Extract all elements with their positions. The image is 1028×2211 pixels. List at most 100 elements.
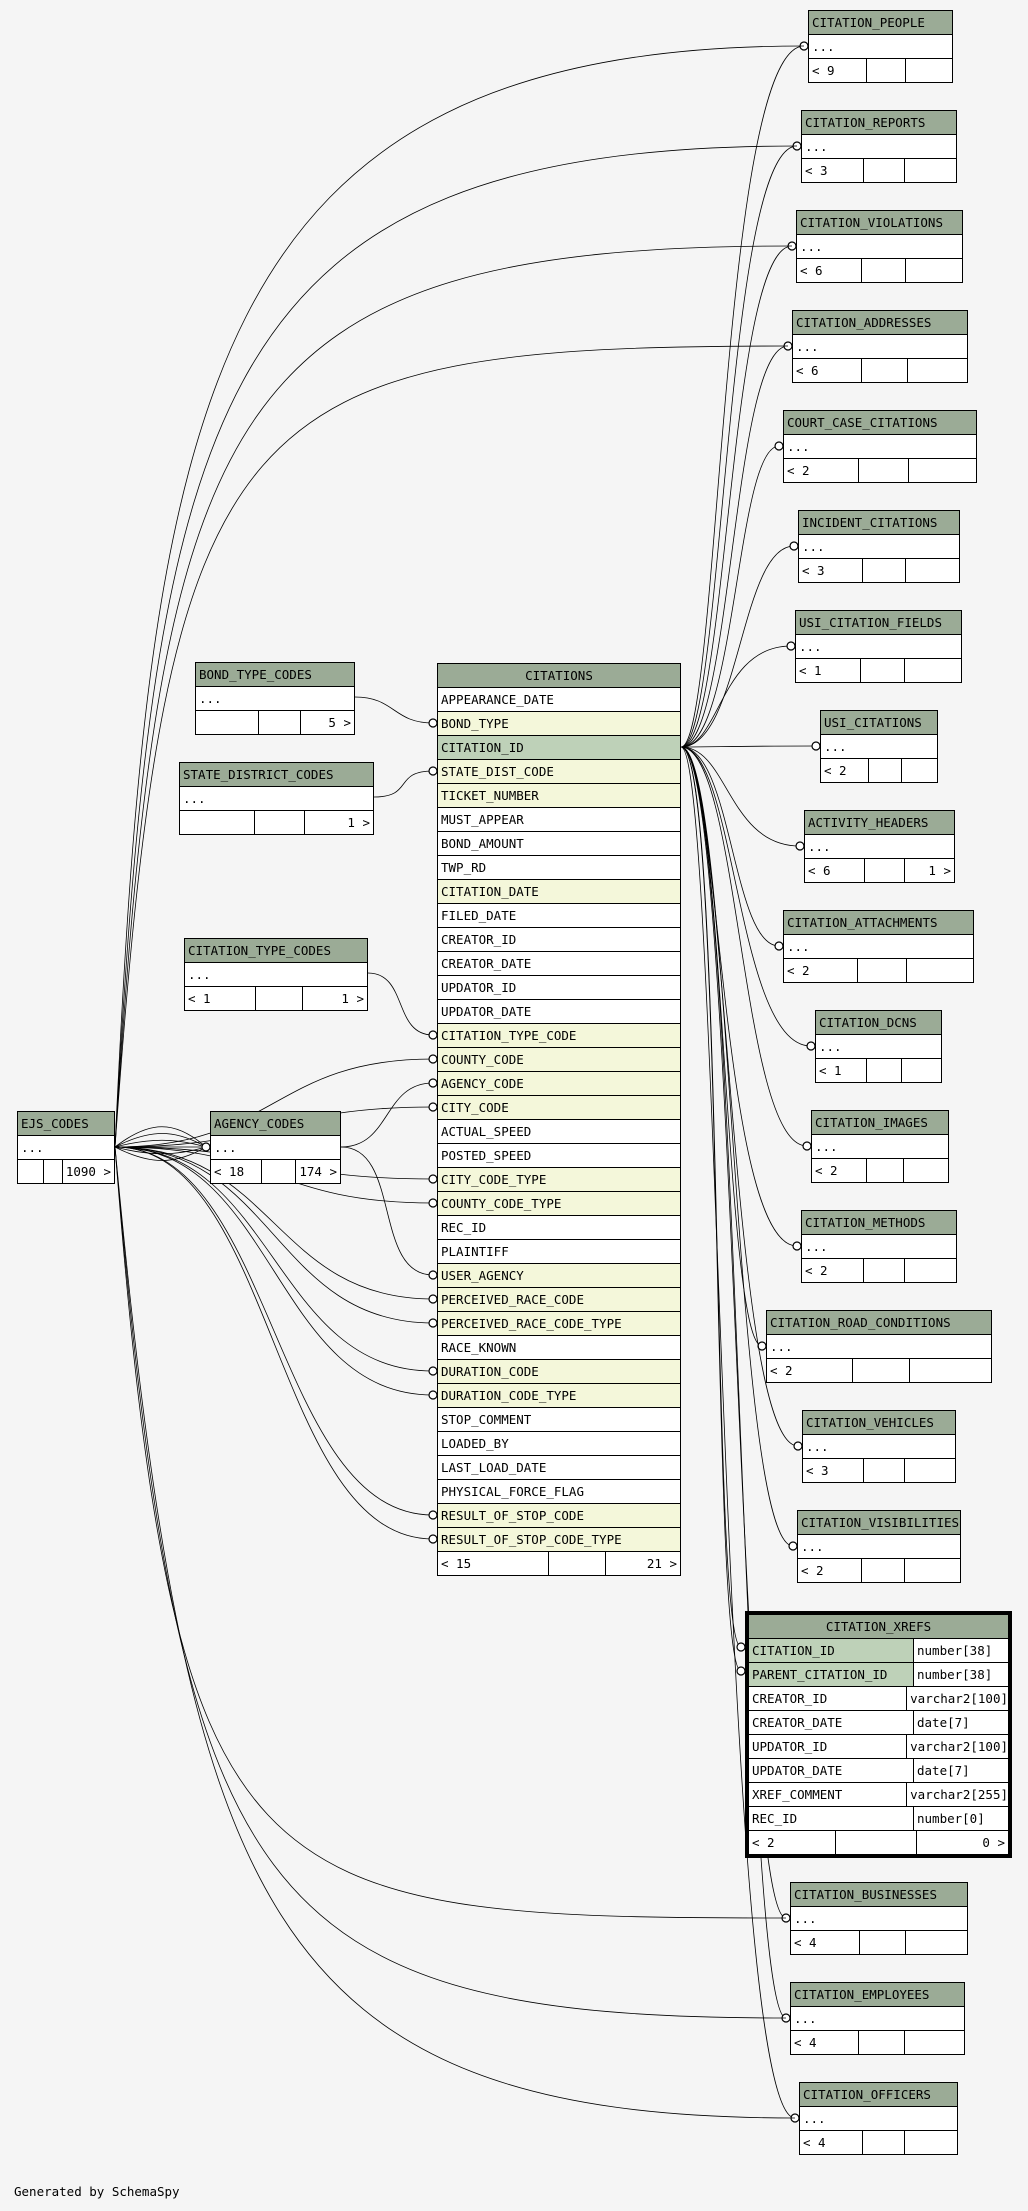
- table-usi-citations[interactable]: USI_CITATIONS...< 2: [820, 710, 938, 783]
- column-bond-amount[interactable]: BOND_AMOUNT: [438, 832, 680, 856]
- column-county-code[interactable]: COUNTY_CODE: [438, 1048, 680, 1072]
- table-citation-employees[interactable]: CITATION_EMPLOYEES...< 4: [790, 1982, 965, 2055]
- column-creator-date[interactable]: CREATOR_DATE: [438, 952, 680, 976]
- table-footer: < 2: [802, 1259, 956, 1282]
- column-loaded-by[interactable]: LOADED_BY: [438, 1432, 680, 1456]
- table-ejs-codes[interactable]: EJS_CODES...1090 >: [17, 1111, 115, 1184]
- table-citation-businesses[interactable]: CITATION_BUSINESSES...< 4: [790, 1882, 968, 1955]
- column-actual-speed[interactable]: ACTUAL_SPEED: [438, 1120, 680, 1144]
- column-citation-date[interactable]: CITATION_DATE: [438, 880, 680, 904]
- table-title: CITATION_REPORTS: [802, 111, 956, 135]
- zero-or-many-marker: [428, 766, 438, 776]
- table-citation-images[interactable]: CITATION_IMAGES...< 2: [811, 1110, 949, 1183]
- zero-or-many-marker: [799, 41, 809, 51]
- collapsed-columns: ...: [784, 435, 976, 459]
- table-court-case-citations[interactable]: COURT_CASE_CITATIONS...< 2: [783, 410, 977, 483]
- table-citation-visibilities[interactable]: CITATION_VISIBILITIES...< 2: [797, 1510, 961, 1583]
- column-rec-id[interactable]: REC_ID: [438, 1216, 680, 1240]
- column-citation-id[interactable]: CITATION_ID: [438, 736, 680, 760]
- table-citation-violations[interactable]: CITATION_VIOLATIONS...< 6: [796, 210, 963, 283]
- column-plaintiff[interactable]: PLAINTIFF: [438, 1240, 680, 1264]
- footer-parents: [196, 711, 259, 734]
- zero-or-many-marker: [428, 1078, 438, 1088]
- column-posted-speed[interactable]: POSTED_SPEED: [438, 1144, 680, 1168]
- table-state-district-codes[interactable]: STATE_DISTRICT_CODES...1 >: [179, 762, 374, 835]
- column-filed-date[interactable]: FILED_DATE: [438, 904, 680, 928]
- column-duration-code-type[interactable]: DURATION_CODE_TYPE: [438, 1384, 680, 1408]
- zero-or-many-marker: [793, 1441, 803, 1451]
- zero-or-many-marker: [795, 841, 805, 851]
- table-title: CITATION_ADDRESSES: [793, 311, 967, 335]
- column-result-of-stop-code[interactable]: RESULT_OF_STOP_CODE: [438, 1504, 680, 1528]
- column-perceived-race-code-type[interactable]: PERCEIVED_RACE_CODE_TYPE: [438, 1312, 680, 1336]
- column-stop-comment[interactable]: STOP_COMMENT: [438, 1408, 680, 1432]
- table-citation-reports[interactable]: CITATION_REPORTS...< 3: [801, 110, 957, 183]
- footer-children: 1 >: [341, 991, 364, 1006]
- footer-middle: [860, 1931, 906, 1954]
- table-citation-dcns[interactable]: CITATION_DCNS...< 1: [815, 1010, 942, 1083]
- column-updator-id[interactable]: UPDATOR_ID: [438, 976, 680, 1000]
- table-usi-citation-fields[interactable]: USI_CITATION_FIELDS...< 1: [795, 610, 962, 683]
- column-appearance-date[interactable]: APPEARANCE_DATE: [438, 688, 680, 712]
- table-footer: < 2: [767, 1359, 991, 1382]
- table-citation-officers[interactable]: CITATION_OFFICERS...< 4: [799, 2082, 958, 2155]
- table-citation-people[interactable]: CITATION_PEOPLE...< 9: [808, 10, 953, 83]
- zero-or-many-marker: [783, 341, 793, 351]
- column-bond-type[interactable]: BOND_TYPE: [438, 712, 680, 736]
- relationship-line: [114, 1146, 434, 1396]
- zero-or-many-marker: [736, 1642, 746, 1652]
- column-county-code-type[interactable]: COUNTY_CODE_TYPE: [438, 1192, 680, 1216]
- table-title: INCIDENT_CITATIONS: [799, 511, 959, 535]
- column-user-agency[interactable]: USER_AGENCY: [438, 1264, 680, 1288]
- column-result-of-stop-code-type[interactable]: RESULT_OF_STOP_CODE_TYPE: [438, 1528, 680, 1552]
- table-citation-vehicles[interactable]: CITATION_VEHICLES...< 3: [802, 1410, 956, 1483]
- column-updator-date[interactable]: UPDATOR_DATE: [438, 1000, 680, 1024]
- footer-children: [906, 59, 952, 82]
- relationship-line: [340, 1146, 434, 1276]
- column-state-dist-code[interactable]: STATE_DIST_CODE: [438, 760, 680, 784]
- footer-parents: < 2: [784, 459, 859, 482]
- column-perceived-race-code[interactable]: PERCEIVED_RACE_CODE: [438, 1288, 680, 1312]
- column-twp-rd[interactable]: TWP_RD: [438, 856, 680, 880]
- column-creator-id[interactable]: CREATOR_ID: [438, 928, 680, 952]
- table-incident-citations[interactable]: INCIDENT_CITATIONS...< 3: [798, 510, 960, 583]
- table-footer: < 6: [793, 359, 967, 382]
- table-bond-type-codes[interactable]: BOND_TYPE_CODES...5 >: [195, 662, 355, 735]
- column-race-known[interactable]: RACE_KNOWN: [438, 1336, 680, 1360]
- footer-parents: < 4: [791, 1931, 860, 1954]
- table-footer: < 2: [784, 959, 973, 982]
- footer-children: [905, 1259, 956, 1282]
- column-must-appear[interactable]: MUST_APPEAR: [438, 808, 680, 832]
- table-citation-attachments[interactable]: CITATION_ATTACHMENTS...< 2: [783, 910, 974, 983]
- column-citation-type-code[interactable]: CITATION_TYPE_CODE: [438, 1024, 680, 1048]
- column-city-code[interactable]: CITY_CODE: [438, 1096, 680, 1120]
- table-title: USI_CITATIONS: [821, 711, 937, 735]
- footer-children: 1 >: [928, 863, 951, 878]
- column-ticket-number[interactable]: TICKET_NUMBER: [438, 784, 680, 808]
- relationship-line: [680, 746, 812, 1047]
- zero-or-many-marker: [806, 1041, 816, 1051]
- column-last-load-date[interactable]: LAST_LOAD_DATE: [438, 1456, 680, 1480]
- column-city-code-type[interactable]: CITY_CODE_TYPE: [438, 1168, 680, 1192]
- column-physical-force-flag[interactable]: PHYSICAL_FORCE_FLAG: [438, 1480, 680, 1504]
- table-citation-addresses[interactable]: CITATION_ADDRESSES...< 6: [792, 310, 968, 383]
- zero-or-many-marker: [428, 1318, 438, 1328]
- table-citation-methods[interactable]: CITATION_METHODS...< 2: [801, 1210, 957, 1283]
- column-agency-code[interactable]: AGENCY_CODE: [438, 1072, 680, 1096]
- table-citation-road-conditions[interactable]: CITATION_ROAD_CONDITIONS...< 2: [766, 1310, 992, 1383]
- relationship-line: [114, 1133, 207, 1148]
- column-duration-code[interactable]: DURATION_CODE: [438, 1360, 680, 1384]
